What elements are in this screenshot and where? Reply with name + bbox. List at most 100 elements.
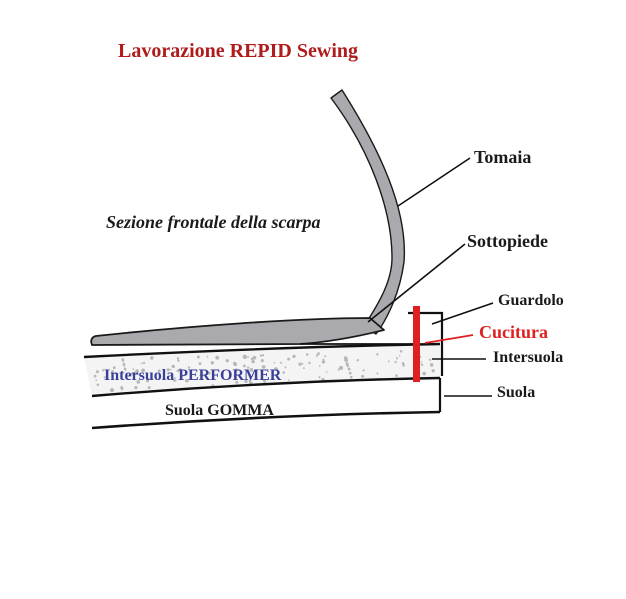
speckle-dot <box>259 354 263 357</box>
speckle-dot <box>122 360 125 363</box>
label-guardolo: Guardolo <box>498 292 564 309</box>
speckle-dot <box>103 376 106 379</box>
speckle-dot <box>176 357 180 360</box>
speckle-dot <box>315 354 319 357</box>
speckle-dot <box>247 366 250 369</box>
sole-bottom-line <box>91 410 441 430</box>
speckle-dot <box>124 369 127 372</box>
speckle-dot <box>318 365 321 367</box>
speckle-dot <box>250 357 254 361</box>
speckle-dot <box>284 366 287 369</box>
speckle-dot <box>134 386 138 390</box>
speckle-dot <box>318 376 321 379</box>
midsole-bottom-line <box>91 376 441 398</box>
speckle-dot <box>177 359 180 362</box>
speckle-dot <box>305 353 309 356</box>
speckle-dot <box>402 364 405 367</box>
speckle-dot <box>178 368 182 371</box>
speckle-dot <box>135 369 139 373</box>
guardolo-leader <box>431 302 494 325</box>
speckle-dot <box>376 372 379 375</box>
speckle-dot <box>123 364 126 367</box>
speckle-dot <box>234 368 238 372</box>
speckle-dot <box>348 371 352 375</box>
speckle-dot <box>376 353 379 356</box>
speckle-dot <box>347 367 351 371</box>
speckle-dot <box>199 374 202 377</box>
speckle-dot <box>260 369 263 372</box>
speckle-dot <box>274 367 278 371</box>
tomaia-leader <box>397 157 471 207</box>
speckle-dot <box>344 358 349 363</box>
speckle-dot <box>324 355 327 358</box>
speckle-dot <box>140 362 143 365</box>
speckle-dot <box>337 368 340 371</box>
speckle-dot <box>93 374 97 378</box>
speckle-dot <box>398 355 401 357</box>
speckle-dot <box>102 369 105 372</box>
speckle-dot <box>233 374 237 378</box>
intersuola-speckles <box>93 350 435 393</box>
cucitura-stitch <box>413 306 420 382</box>
speckle-dot <box>261 354 265 357</box>
insole-bottom-line <box>83 342 441 359</box>
label-intersuola-performer: Intersuola PERFORMER <box>104 367 282 384</box>
speckle-dot <box>317 352 320 356</box>
speckle-dot <box>298 362 302 366</box>
speckle-dot <box>263 379 267 383</box>
speckle-dot <box>187 366 191 369</box>
speckle-dot <box>142 361 146 365</box>
speckle-dot <box>147 386 151 390</box>
label-cucitura: Cucitura <box>479 322 548 342</box>
speckle-dot <box>136 380 141 384</box>
speckle-dot <box>244 379 248 384</box>
speckle-dot <box>112 366 116 370</box>
speckle-dot <box>260 359 264 363</box>
section-caption: Sezione frontale della scarpa <box>106 212 321 232</box>
speckle-dot <box>280 361 282 364</box>
speckle-dot <box>287 357 291 361</box>
speckle-dot <box>176 369 180 373</box>
speckle-dot <box>170 368 172 371</box>
speckle-dot <box>166 368 170 372</box>
speckle-dot <box>121 388 124 391</box>
speckle-dot <box>325 371 328 373</box>
speckle-dot <box>387 360 390 363</box>
speckle-dot <box>346 364 350 368</box>
speckle-dot <box>150 356 154 360</box>
speckle-dot <box>251 360 255 364</box>
label-intersuola: Intersuola <box>493 349 564 366</box>
label-suola: Suola <box>497 384 536 401</box>
speckle-dot <box>395 374 398 377</box>
speckle-dot <box>303 367 305 370</box>
speckle-dot <box>110 388 114 393</box>
speckle-dot <box>132 368 135 371</box>
speckle-dot <box>198 362 202 365</box>
speckle-dot <box>196 355 200 359</box>
speckle-dot <box>420 363 424 366</box>
speckle-dot <box>321 360 326 364</box>
speckle-dot <box>225 359 229 363</box>
speckle-dot <box>361 374 365 378</box>
speckle-dot <box>288 379 290 381</box>
speckle-dot <box>399 350 403 353</box>
label-tomaia: Tomaia <box>474 147 532 167</box>
speckle-dot <box>356 359 359 362</box>
sottopiede-insole <box>90 317 385 346</box>
speckle-dot <box>215 355 220 360</box>
speckle-dot <box>350 375 353 379</box>
speckle-dot <box>420 361 423 363</box>
speckle-dot <box>233 362 238 367</box>
speckle-dot <box>171 364 175 369</box>
speckle-dot <box>130 372 134 376</box>
speckle-dot <box>401 362 405 365</box>
speckle-dot <box>173 377 176 380</box>
speckle-dot <box>247 356 250 358</box>
speckle-dot <box>292 354 296 359</box>
speckle-dot <box>157 369 161 373</box>
sottopiede-leader <box>367 243 466 323</box>
speckle-dot <box>322 358 325 361</box>
speckle-dot <box>180 374 184 378</box>
